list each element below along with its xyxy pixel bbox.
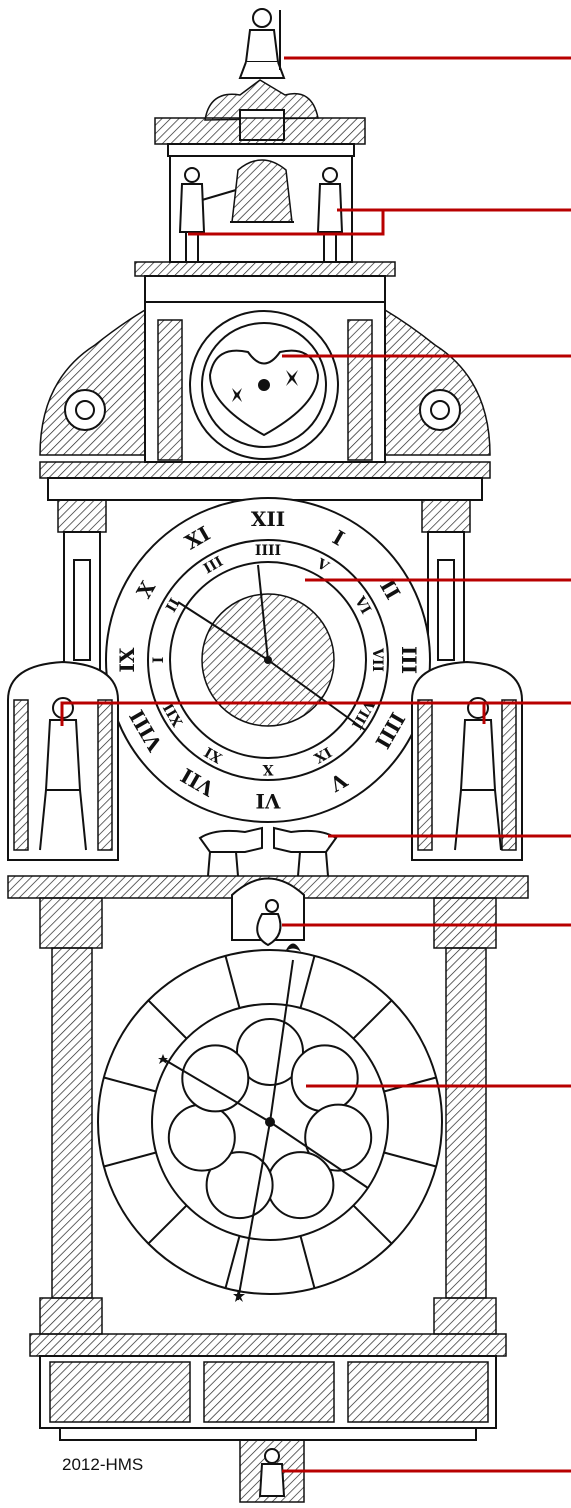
bell-striker-right	[318, 168, 342, 262]
lower-column-right	[434, 898, 496, 1334]
bell-striker-left	[180, 168, 236, 262]
credit-text: 2012-HMS	[62, 1455, 143, 1475]
side-figure-left	[8, 662, 118, 860]
crown-top	[155, 80, 365, 156]
outer-numeral-10: IX	[115, 647, 139, 672]
inner-numeral-10: I	[151, 657, 167, 664]
main-cornice	[40, 462, 490, 478]
outer-numeral-1: XII	[251, 507, 285, 531]
upper-column-left	[58, 500, 106, 672]
outer-numeral-7: VI	[256, 789, 282, 813]
planet-circle	[169, 1105, 235, 1171]
main-frieze	[48, 478, 482, 500]
planet-circle	[182, 1045, 248, 1111]
upper-cornice	[145, 276, 385, 302]
rams	[200, 828, 336, 876]
inner-numeral-7: X	[262, 761, 273, 777]
bell-house-base	[135, 262, 395, 276]
top-figure	[240, 9, 284, 78]
inner-numeral-1: IIII	[255, 543, 281, 559]
lower-column-left	[40, 898, 102, 1334]
planet-circle	[267, 1152, 333, 1218]
planet-circle	[292, 1045, 358, 1111]
moon-phase-dial	[190, 311, 338, 459]
base-panels	[40, 1356, 496, 1428]
base-foot	[60, 1428, 476, 1440]
base-cornice	[30, 1334, 506, 1356]
side-figure-right	[412, 662, 522, 860]
inner-numeral-4: VII	[369, 647, 385, 672]
outer-numeral-4: III	[397, 646, 421, 674]
astrolabe-dial	[98, 944, 442, 1303]
rooster	[232, 879, 304, 946]
